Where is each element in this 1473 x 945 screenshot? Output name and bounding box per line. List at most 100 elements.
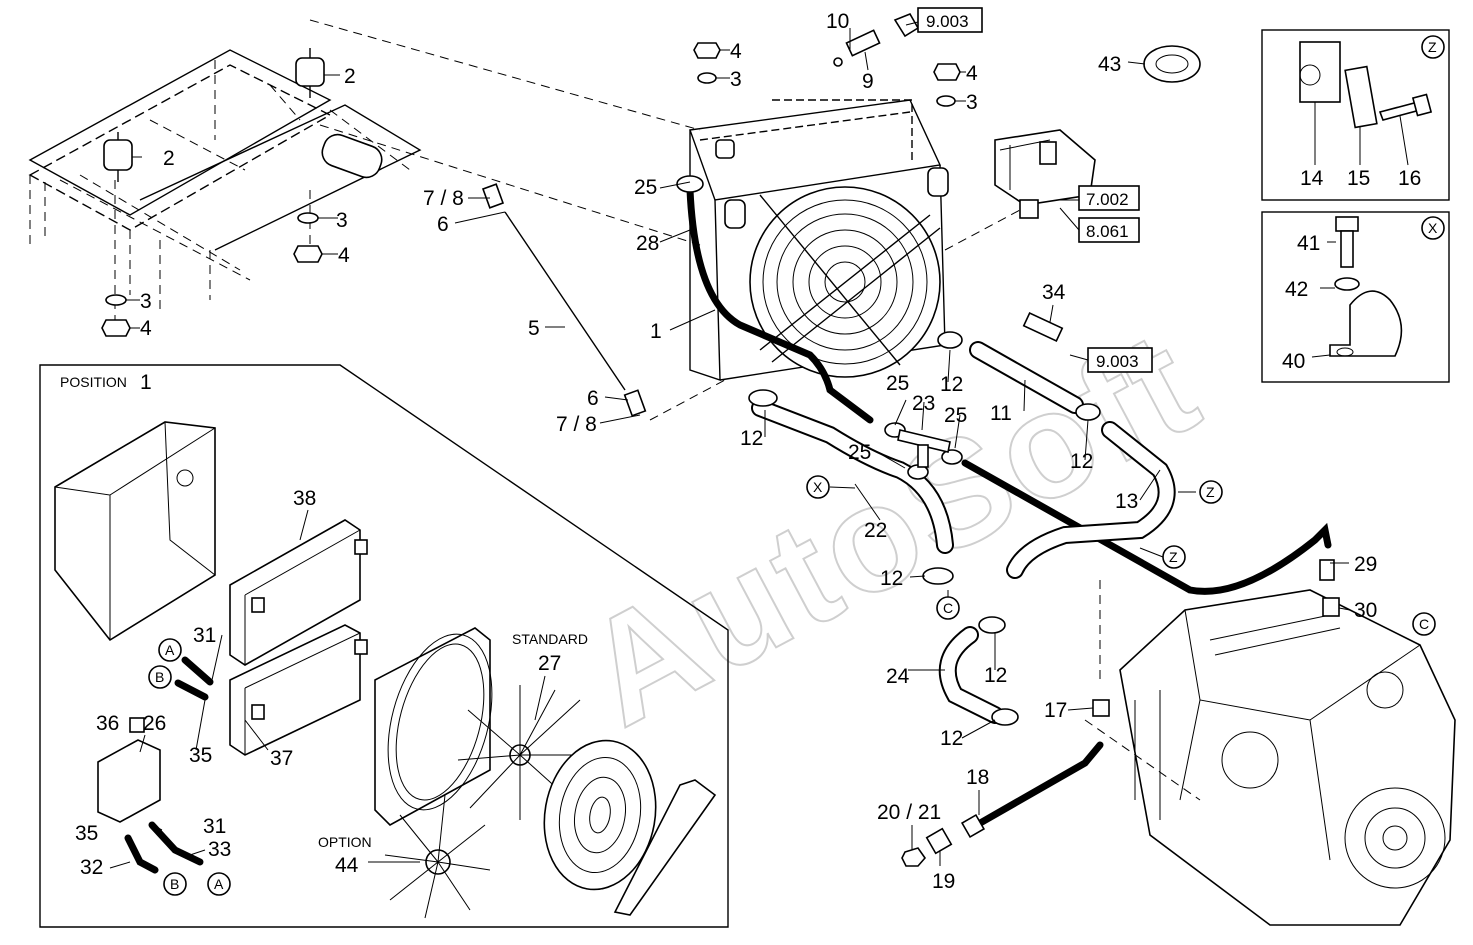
label-4: 4 xyxy=(338,244,350,267)
svg-text:9.003: 9.003 xyxy=(926,12,969,31)
clamp xyxy=(676,175,704,193)
label-37: 37 xyxy=(270,747,293,770)
svg-text:A: A xyxy=(165,642,175,658)
svg-text:C: C xyxy=(1419,616,1429,632)
label-38: 38 xyxy=(293,487,316,510)
clamp xyxy=(941,449,963,465)
label-9: 9 xyxy=(862,70,874,93)
label-25: 25 xyxy=(886,372,909,395)
washer-42 xyxy=(1334,277,1360,291)
label-35: 35 xyxy=(189,744,212,767)
shroud-box xyxy=(54,421,216,642)
washer-shape xyxy=(297,212,319,224)
fitting-29 xyxy=(1319,559,1335,581)
nut-20-21 xyxy=(901,847,927,867)
inset-standard-label: STANDARD xyxy=(512,631,588,647)
callout-labels: 1 2 2 3 3 3 3 4 4 4 4 5 6 6 7 / 8 7 / 8 … xyxy=(75,10,1421,893)
inset-position-number: 1 xyxy=(140,371,152,394)
ref-box-7002: 7.002 xyxy=(1078,185,1140,211)
hose-13 xyxy=(1008,423,1174,577)
label-44: 44 xyxy=(335,854,359,877)
clamp xyxy=(1075,403,1101,421)
label-31: 31 xyxy=(203,815,226,838)
label-6: 6 xyxy=(587,387,599,410)
bolt-41 xyxy=(1335,216,1359,268)
ring-43 xyxy=(1143,45,1201,83)
nut-shape xyxy=(101,319,131,337)
label-31: 31 xyxy=(193,624,216,647)
hose-18 xyxy=(971,741,1104,830)
svg-text:Z: Z xyxy=(1169,549,1178,565)
ref-box-8061: 8.061 xyxy=(1078,217,1140,243)
svg-text:A: A xyxy=(214,876,224,892)
clamp xyxy=(991,708,1019,726)
label-25: 25 xyxy=(848,441,871,464)
rubber-mount-upper xyxy=(295,48,325,98)
side-bracket xyxy=(613,779,717,916)
nut-shape xyxy=(293,245,323,263)
hose-a xyxy=(181,656,214,686)
plate-15 xyxy=(1344,65,1378,129)
hose-28 xyxy=(686,186,874,424)
label-20-21: 20 / 21 xyxy=(877,801,941,824)
frame-assembly xyxy=(28,49,422,310)
label-27: 27 xyxy=(538,652,561,675)
leader-frame-top xyxy=(309,19,701,131)
label-22: 22 xyxy=(864,519,887,542)
label-26: 26 xyxy=(143,712,166,735)
fan-option-44 xyxy=(384,794,491,919)
circle-markers: Z X Z Z X C C A A B B xyxy=(148,35,1445,896)
label-43: 43 xyxy=(1098,53,1121,76)
label-36: 36 xyxy=(96,712,119,735)
label-25: 25 xyxy=(634,176,657,199)
fitting-30 xyxy=(1322,597,1340,617)
hose-33 xyxy=(148,821,204,866)
detail-box-x xyxy=(1261,211,1450,383)
washer-shape xyxy=(936,95,956,107)
label-35: 35 xyxy=(75,822,98,845)
sensor-34 xyxy=(1022,311,1064,343)
hose-long-29 xyxy=(961,459,1332,595)
label-18: 18 xyxy=(966,766,989,789)
sensor xyxy=(845,29,881,57)
label-3: 3 xyxy=(140,290,152,313)
label-40: 40 xyxy=(1282,350,1305,373)
label-3: 3 xyxy=(966,91,978,114)
rubber-mount-lower xyxy=(103,132,133,182)
label-15: 15 xyxy=(1347,167,1370,190)
label-2: 2 xyxy=(344,65,356,88)
svg-text:7.002: 7.002 xyxy=(1086,190,1129,209)
nut-shape xyxy=(693,42,721,59)
label-10: 10 xyxy=(826,10,849,33)
svg-text:9.003: 9.003 xyxy=(1096,352,1139,371)
fan-standard-27 xyxy=(457,685,585,820)
svg-text:B: B xyxy=(170,876,179,892)
clamp-block-14 xyxy=(1299,41,1341,103)
inset-frame xyxy=(39,364,729,928)
clamp xyxy=(748,389,778,407)
label-11: 11 xyxy=(990,402,1012,425)
label-12: 12 xyxy=(880,567,903,590)
svg-text:Z: Z xyxy=(1206,484,1215,500)
fan-shroud xyxy=(374,627,493,826)
label-12: 12 xyxy=(940,373,963,396)
svg-text:Z: Z xyxy=(1428,39,1437,55)
ref-box-9003a: 9.003 xyxy=(917,7,983,33)
label-5: 5 xyxy=(528,317,540,340)
stay-rod xyxy=(481,183,647,417)
valve-block xyxy=(994,129,1096,219)
label-1: 1 xyxy=(650,320,662,343)
label-12: 12 xyxy=(940,727,963,750)
label-12: 12 xyxy=(1070,450,1093,473)
label-3: 3 xyxy=(336,209,348,232)
label-12: 12 xyxy=(740,427,763,450)
label-17: 17 xyxy=(1044,699,1067,722)
label-3: 3 xyxy=(730,68,742,91)
inset-option-label: OPTION xyxy=(318,834,372,850)
cooler-38 xyxy=(229,519,368,666)
label-24: 24 xyxy=(886,665,910,688)
label-25: 25 xyxy=(944,404,967,427)
label-6: 6 xyxy=(437,213,449,236)
fitting-19 xyxy=(925,827,953,855)
